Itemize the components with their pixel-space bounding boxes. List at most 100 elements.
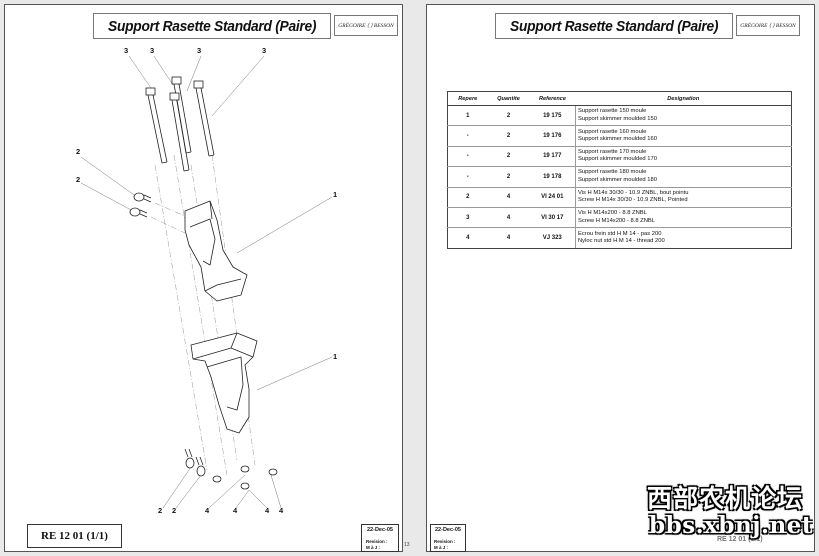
table-row: - 2 19 178 Support rasette 180 moule Sup… <box>447 166 792 188</box>
table-row: 2 4 VI 24 01 Vis H M14x 30/30 - 10.9 ZNB… <box>447 187 792 208</box>
callout-bottom-d: 4 <box>233 506 238 515</box>
header-reference: Reference <box>529 91 576 106</box>
left-date: 22-Dec-05 <box>367 527 393 533</box>
cell-reference: 19 178 <box>529 166 576 188</box>
cell-quantite: 4 <box>487 207 530 229</box>
nut-c-icon <box>240 482 250 490</box>
cell-reference: VI 30 17 <box>529 207 576 229</box>
parts-table: Repere Quantite Reference Designation 1 … <box>447 91 792 249</box>
callout-bottom-f: 4 <box>279 506 284 515</box>
nut-b-icon <box>240 465 250 473</box>
lower-support-icon <box>190 332 258 434</box>
right-logo: GRÉGOIRE ⟨ ⟩ BESSON <box>736 15 800 36</box>
callout-bolt-1: 3 <box>124 46 128 55</box>
table-row: - 2 19 176 Support rasette 160 moule Sup… <box>447 125 792 147</box>
designation-en: Screw H M14x200 - 8.8 ZNBL <box>578 217 655 224</box>
callout-bolt-2: 3 <box>150 46 154 55</box>
cell-quantite: 2 <box>487 125 530 147</box>
cell-repere: 1 <box>447 105 488 127</box>
designation-fr: Support rasette 150 moule <box>578 108 647 115</box>
header-repere: Repere <box>447 91 488 106</box>
designation-fr: Vis H M14x200 - 8.8 ZNBL <box>578 210 647 217</box>
callout-screw-lower: 2 <box>76 175 80 184</box>
bolt-group <box>145 76 215 172</box>
callout-support-lower: 1 <box>333 352 337 361</box>
designation-fr: Support rasette 180 moule <box>578 169 647 176</box>
cell-quantite: 4 <box>487 227 530 249</box>
cell-quantite: 2 <box>487 146 530 168</box>
callout-bottom-a: 2 <box>158 506 162 515</box>
bolt-3d-icon <box>193 80 215 157</box>
right-parts-sheet: Support Rasette Standard (Paire) GRÉGOIR… <box>426 4 815 552</box>
bottom-fastener-group <box>184 448 278 490</box>
cell-repere: 4 <box>447 227 488 249</box>
cell-designation: Support rasette 170 moule Support skimme… <box>575 146 792 168</box>
parts-table-header: Repere Quantite Reference Designation <box>447 91 792 106</box>
cell-reference: 19 177 <box>529 146 576 168</box>
designation-en: Support skimmer moulded 180 <box>578 176 657 183</box>
right-logo-text: GRÉGOIRE ⟨ ⟩ BESSON <box>740 22 796 29</box>
page-number: 13 <box>404 542 410 548</box>
callout-bottom-e: 4 <box>265 506 270 515</box>
cell-designation: Vis H M14x200 - 8.8 ZNBL Screw H M14x200… <box>575 207 792 229</box>
callout-screw-upper: 2 <box>76 147 80 156</box>
upper-support-icon <box>184 200 248 302</box>
left-revision-label: Revision : <box>366 539 388 544</box>
screw-2-upper-icon <box>133 192 152 203</box>
callout-bolt-4: 3 <box>262 46 266 55</box>
document-id: RE 12 01 (1/1) <box>41 530 108 542</box>
left-logo-text: GRÉGOIRE ⟨ ⟩ BESSON <box>338 22 394 29</box>
bolt-3a-icon <box>145 87 168 164</box>
cell-repere: - <box>447 146 488 168</box>
cell-reference: VJ 323 <box>529 227 576 249</box>
designation-en: Support skimmer moulded 150 <box>578 115 657 122</box>
table-row: - 2 19 177 Support rasette 170 moule Sup… <box>447 146 792 168</box>
left-logo: GRÉGOIRE ⟨ ⟩ BESSON <box>334 15 398 36</box>
right-title-box: Support Rasette Standard (Paire) <box>495 13 733 39</box>
cell-designation: Support rasette 180 moule Support skimme… <box>575 166 792 188</box>
right-page-title: Support Rasette Standard (Paire) <box>509 17 719 35</box>
left-maj-label: M à J : <box>366 545 381 550</box>
cell-quantite: 2 <box>487 105 530 127</box>
cell-repere: 2 <box>447 187 488 208</box>
designation-en: Screw H M14x 30/30 - 10.9 ZNBL, Pointed <box>578 197 688 204</box>
bottom-screw-a-icon <box>184 448 195 469</box>
cell-quantite: 4 <box>487 187 530 208</box>
watermark-chinese: 西部农机论坛 <box>646 484 803 513</box>
nut-a-icon <box>212 475 222 483</box>
table-row: 3 4 VI 30 17 Vis H M14x200 - 8.8 ZNBL Sc… <box>447 207 792 229</box>
table-row: 1 2 19 175 Support rasette 150 moule Sup… <box>447 105 792 127</box>
left-drawing-sheet: Support Rasette Standard (Paire) GRÉGOIR… <box>4 4 403 552</box>
nut-d-icon <box>268 468 278 476</box>
designation-fr: Ecrou frein std H M 14 - pas 200 <box>578 230 662 237</box>
cell-designation: Ecrou frein std H M 14 - pas 200 Nyloc n… <box>575 227 792 249</box>
right-date-box: 22-Dec-05 Revision : M à J : <box>430 524 466 552</box>
designation-fr: Support rasette 160 moule <box>578 128 647 135</box>
cell-repere: - <box>447 125 488 147</box>
cell-reference: VI 24 01 <box>529 187 576 208</box>
leader-lines <box>80 55 333 509</box>
right-document-id-partial: RE 12 01 (1/1) <box>717 536 763 543</box>
watermark-url: bbs.xbnj.net <box>649 512 813 539</box>
cell-repere: - <box>447 166 488 188</box>
cell-quantite: 2 <box>487 166 530 188</box>
callout-labels: 3 3 3 3 2 2 1 1 2 2 4 4 4 4 <box>76 46 337 515</box>
screw-group <box>129 192 152 218</box>
table-row: 4 4 VJ 323 Ecrou frein std H M 14 - pas … <box>447 227 792 249</box>
cell-reference: 19 176 <box>529 125 576 147</box>
callout-bottom-b: 2 <box>172 506 176 515</box>
right-maj-label: M à J : <box>434 545 449 550</box>
left-date-box: 22-Dec-05 Revision : M à J : <box>361 524 399 552</box>
designation-en: Nyloc nut std H M 14 - thread 200 <box>578 238 665 245</box>
cell-designation: Support rasette 160 moule Support skimme… <box>575 125 792 147</box>
designation-en: Support skimmer moulded 160 <box>578 136 657 143</box>
exploded-view-drawing: 3 3 3 3 2 2 1 1 2 2 4 4 4 4 <box>76 46 337 515</box>
callout-bolt-3: 3 <box>197 46 201 55</box>
right-revision-label: Revision : <box>434 539 456 544</box>
left-page-title: Support Rasette Standard (Paire) <box>107 17 317 35</box>
header-quantite: Quantite <box>487 91 530 106</box>
designation-en: Support skimmer moulded 170 <box>578 156 657 163</box>
header-designation: Designation <box>575 91 792 106</box>
cell-designation: Vis H M14x 30/30 - 10.9 ZNBL, bout point… <box>575 187 792 208</box>
callout-support-upper: 1 <box>333 190 337 199</box>
